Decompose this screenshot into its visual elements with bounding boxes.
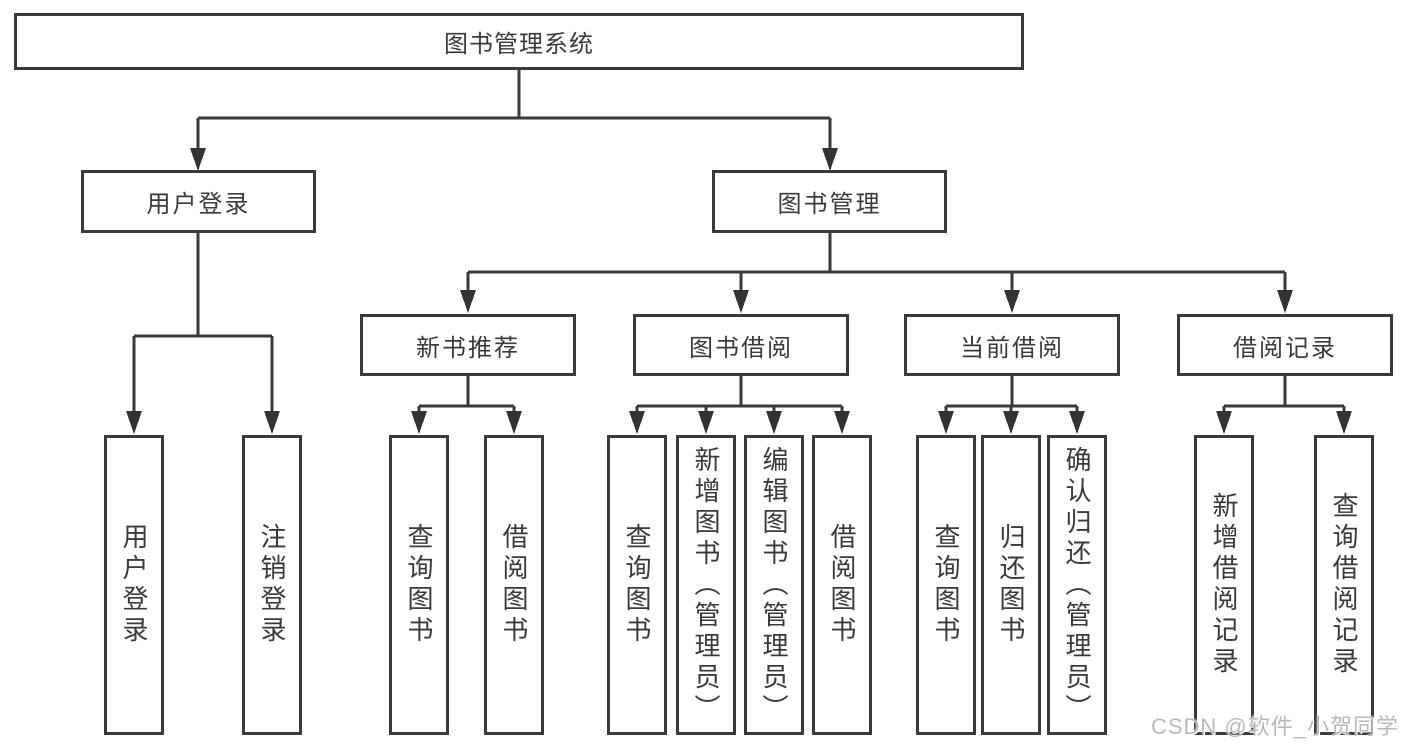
node-root: 图书管理系统: [14, 13, 1024, 70]
csdn-watermark: CSDN @软件_小贺同学: [1150, 714, 1399, 739]
leaf-return-books: 归还图书: [981, 435, 1041, 735]
node-book-borrow: 图书借阅: [633, 314, 849, 376]
leaf-add-borrow-record: 新增借阅记录: [1194, 435, 1254, 735]
node-borrow-records: 借阅记录: [1177, 314, 1393, 376]
leaf-query-books-current: 查询图书: [916, 435, 976, 735]
leaf-label: 用户登录: [119, 523, 149, 647]
node-label: 借阅记录: [1233, 334, 1337, 362]
node-label: 图书管理: [777, 191, 882, 218]
leaf-label: 借阅图书: [827, 523, 857, 647]
leaf-label: 查询图书: [404, 523, 434, 647]
node-user-login-branch: 用户登录: [81, 170, 316, 233]
leaf-label: 编辑图书（管理员）: [759, 445, 789, 725]
connector-book-mgmt-to-sections: [460, 233, 1293, 313]
leaf-query-books-newbooks: 查询图书: [389, 435, 449, 735]
node-book-management: 图书管理: [712, 170, 947, 233]
node-label: 用户登录: [146, 191, 251, 218]
node-label: 图书借阅: [689, 334, 793, 362]
leaf-borrow-books-borrow: 借阅图书: [812, 435, 872, 735]
node-label: 新书推荐: [416, 334, 520, 362]
leaf-label: 新增借阅记录: [1209, 492, 1239, 678]
leaf-label: 查询图书: [622, 523, 652, 647]
connector-current-borrow-group: [938, 376, 1085, 434]
node-current-borrow: 当前借阅: [904, 314, 1120, 376]
leaf-label: 确认归还（管理员）: [1062, 445, 1092, 725]
connector-root-to-branches: [190, 70, 838, 171]
leaf-label: 查询图书: [931, 523, 961, 647]
leaf-label: 新增图书（管理员）: [691, 445, 721, 725]
leaf-label: 查询借阅记录: [1329, 492, 1359, 678]
connector-user-login-group: [126, 233, 280, 434]
leaf-confirm-return-admin: 确认归还（管理员）: [1047, 435, 1107, 735]
leaf-label: 归还图书: [996, 523, 1026, 647]
leaf-label: 注销登录: [257, 523, 287, 647]
leaf-add-book-admin: 新增图书（管理员）: [676, 435, 736, 735]
leaf-user-login: 用户登录: [104, 435, 164, 735]
connector-new-books-group: [411, 376, 522, 434]
leaf-query-books-borrow: 查询图书: [607, 435, 667, 735]
leaf-borrow-books-newbooks: 借阅图书: [484, 435, 544, 735]
node-root-label: 图书管理系统: [444, 31, 594, 58]
leaf-label: 借阅图书: [499, 523, 529, 647]
node-new-books: 新书推荐: [360, 314, 576, 376]
connector-book-borrow-group: [629, 376, 850, 434]
leaf-query-borrow-record: 查询借阅记录: [1314, 435, 1374, 735]
leaf-edit-book-admin: 编辑图书（管理员）: [744, 435, 804, 735]
leaf-logout: 注销登录: [242, 435, 302, 735]
connector-borrow-records-group: [1216, 376, 1352, 434]
node-label: 当前借阅: [960, 334, 1064, 362]
